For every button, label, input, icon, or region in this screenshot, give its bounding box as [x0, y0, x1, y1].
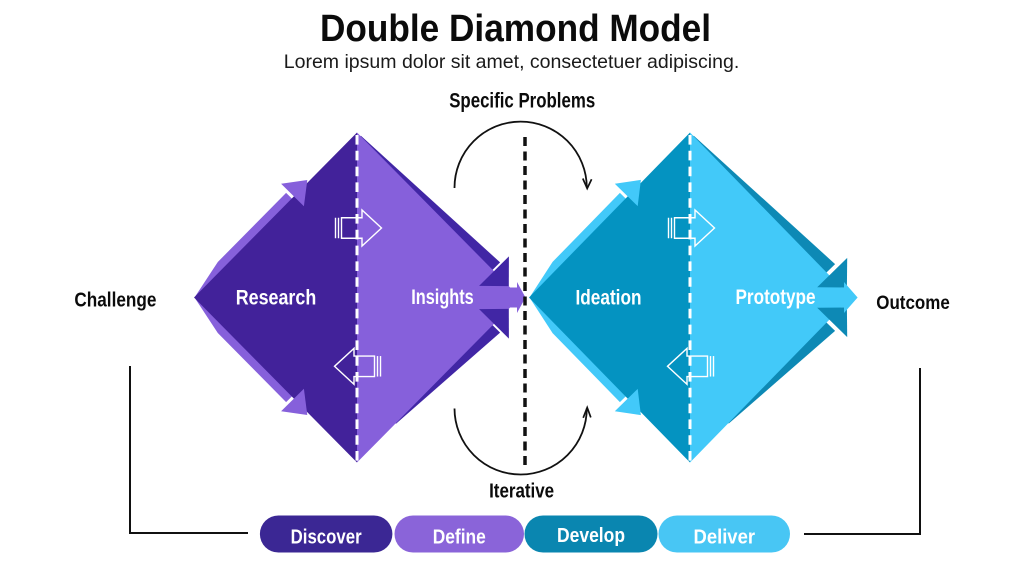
svg-text:Develop: Develop: [557, 525, 625, 547]
svg-text:Insights: Insights: [411, 286, 474, 309]
svg-text:Ideation: Ideation: [576, 287, 642, 310]
svg-text:Deliver: Deliver: [694, 527, 756, 549]
svg-text:Define: Define: [433, 527, 486, 549]
svg-text:Outcome: Outcome: [876, 292, 950, 314]
svg-text:Research: Research: [236, 287, 317, 310]
svg-text:Iterative: Iterative: [489, 479, 554, 502]
svg-text:Specific Problems: Specific Problems: [449, 90, 595, 113]
svg-text:Prototype: Prototype: [736, 286, 816, 309]
svg-text:Double Diamond Model: Double Diamond Model: [320, 7, 711, 50]
svg-text:Discover: Discover: [291, 527, 362, 549]
svg-text:Lorem ipsum dolor sit amet, co: Lorem ipsum dolor sit amet, consectetuer…: [284, 51, 740, 73]
svg-text:Challenge: Challenge: [74, 290, 156, 312]
